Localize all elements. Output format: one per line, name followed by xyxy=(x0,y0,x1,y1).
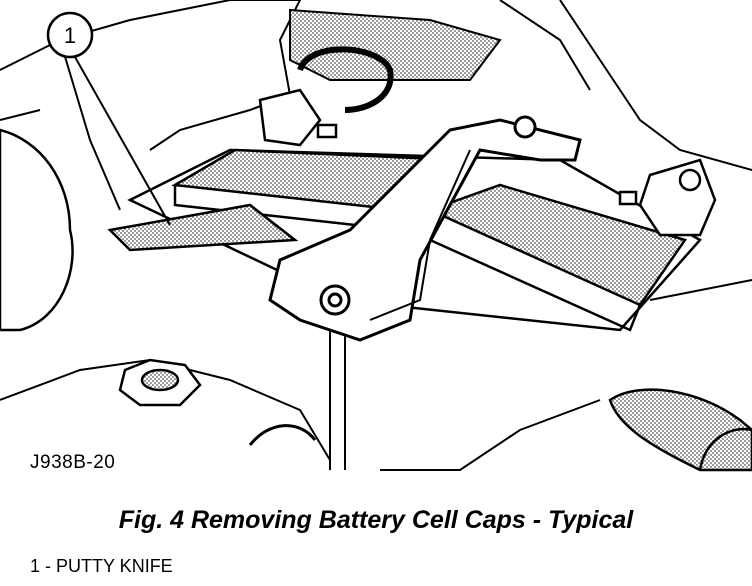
hose xyxy=(608,388,752,472)
callout-number: 1 xyxy=(64,23,76,48)
battery-terminal-right xyxy=(618,158,717,237)
cell-cap-right xyxy=(426,183,688,307)
hold-down-bracket xyxy=(268,115,582,342)
callout-leader-line xyxy=(74,56,171,226)
figure-caption: Fig. 4 Removing Battery Cell Caps - Typi… xyxy=(118,506,634,534)
figure-code: J938B-20 xyxy=(30,452,116,473)
battery-terminal-left xyxy=(258,46,394,147)
hand xyxy=(0,128,74,332)
upper-bracket-shading xyxy=(289,8,502,81)
hose-clamp-arc xyxy=(248,424,317,446)
callout-1: 1 xyxy=(46,11,171,226)
hex-nut xyxy=(118,358,202,407)
callout-circle xyxy=(46,11,94,59)
battery-illustration: 1 xyxy=(0,0,752,472)
putty-knife xyxy=(107,203,299,252)
legend-item: 1 - PUTTY KNIFE xyxy=(30,556,173,576)
